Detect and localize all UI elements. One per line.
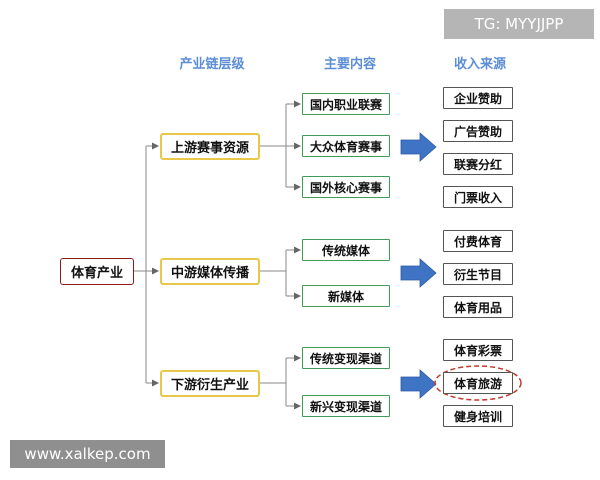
downstream-item-1: 传统变现渠道 [302, 347, 390, 369]
watermark-bottom: www.xalkep.com [10, 440, 165, 468]
revenue-item: 付费体育 [443, 230, 513, 252]
revenue-item: 广告赞助 [443, 120, 513, 142]
midstream-item-2: 新媒体 [302, 285, 390, 307]
upstream-item-3: 国外核心赛事 [302, 176, 390, 198]
highlight-ellipse [434, 365, 522, 401]
revenue-item: 体育彩票 [443, 339, 513, 361]
header-revenue-source: 收入来源 [453, 57, 506, 72]
root-node: 体育产业 [60, 258, 134, 285]
upstream-node: 上游赛事资源 [160, 133, 260, 160]
block-arrow-midstream [400, 258, 437, 288]
revenue-item: 健身培训 [443, 405, 513, 427]
header-main-content: 主要内容 [323, 57, 376, 72]
upstream-item-2: 大众体育赛事 [302, 135, 390, 157]
midstream-node: 中游媒体传播 [160, 258, 260, 285]
revenue-item: 衍生节目 [443, 263, 513, 285]
header-chain-level: 产业链层级 [179, 57, 245, 72]
revenue-item: 体育用品 [443, 296, 513, 318]
downstream-node: 下游衍生产业 [160, 370, 260, 397]
block-arrow-upstream [400, 132, 437, 162]
watermark-top: TG: MYYJJPP [444, 9, 594, 39]
downstream-item-2: 新兴变现渠道 [302, 395, 390, 417]
revenue-item: 门票收入 [443, 186, 513, 208]
revenue-item: 联赛分红 [443, 153, 513, 175]
upstream-item-1: 国内职业联赛 [302, 93, 390, 115]
revenue-item-highlighted: 体育旅游 [443, 372, 513, 394]
midstream-item-1: 传统媒体 [302, 239, 390, 261]
revenue-item: 企业赞助 [443, 87, 513, 109]
block-arrow-downstream [400, 369, 437, 399]
